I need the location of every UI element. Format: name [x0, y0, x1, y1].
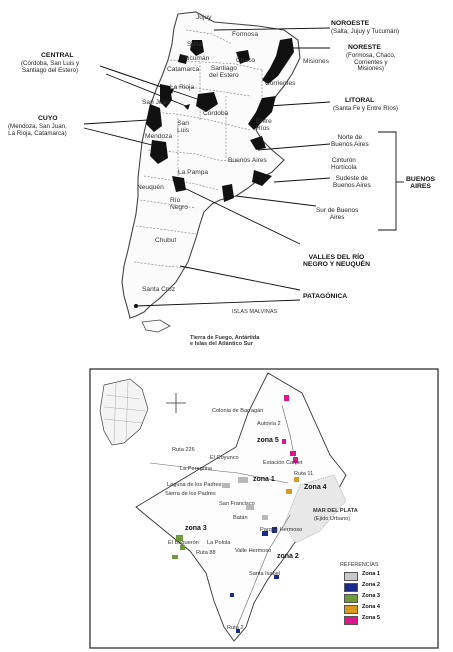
- place-ejido: (Ejido Urbano): [314, 516, 351, 522]
- zone-3-label: zona 3: [185, 525, 207, 532]
- legend-swatch-zona-4: [344, 605, 358, 614]
- label-salta: Salta: [187, 41, 203, 48]
- zone-4-clusters: [286, 477, 299, 494]
- legend-title: REFERENCIAS: [340, 562, 379, 568]
- legend-label-zona-1: Zona 1: [362, 571, 381, 577]
- label-buenos-aires: Buenos Aires: [228, 157, 267, 164]
- place-ruta11: Ruta 11: [294, 471, 314, 477]
- compass-icon: [166, 393, 186, 413]
- place-sierra-padres: Sierra de los Padres: [165, 491, 216, 497]
- region-cuyo-title: CUYO: [38, 115, 58, 122]
- place-autovia2: Autovía 2: [257, 421, 281, 427]
- place-colonia-barragan: Colonia de Barragán: [212, 408, 264, 414]
- place-el-boqueron: El Boquerón: [168, 540, 199, 546]
- zone-2-clusters: [230, 527, 279, 633]
- place-la-peregrina: La Peregrina: [180, 466, 213, 472]
- legend-swatch-zona-3: [344, 594, 358, 603]
- label-tierra-del-fuego: Tierra de Fuego, Antártida e Islas del A…: [190, 335, 260, 347]
- legend-swatch-zona-2: [344, 583, 358, 592]
- tierra-del-fuego-outline: [141, 319, 171, 333]
- zone-1-clusters: [222, 477, 268, 520]
- label-cordoba: Córdoba: [203, 110, 229, 117]
- place-ruta226: Ruta 226: [172, 447, 195, 453]
- place-ruta88: Ruta 88: [196, 550, 216, 556]
- legend-swatch-zona-1: [344, 572, 358, 581]
- region-noroeste-title: NOROESTE: [331, 20, 370, 27]
- place-estacion-camet: Estación Camet: [263, 460, 303, 466]
- ba-zone-norte: Norte de Buenos Aires: [331, 134, 369, 148]
- productive-zones: [134, 38, 294, 308]
- region-noroeste-sub: (Salta, Jujuy y Tucumán): [331, 28, 400, 35]
- inset-province-outline: [99, 378, 149, 446]
- place-valle-hermoso: Valle Hermoso: [235, 548, 272, 554]
- label-mendoza: Mendoza: [145, 133, 173, 140]
- label-tucuman: Tucumán: [182, 55, 210, 62]
- label-jujuy: Jujuy: [196, 14, 212, 21]
- legend-label-zona-3: Zona 3: [362, 593, 381, 599]
- region-valles-title: VALLES DEL RÍO NEGRO Y NEUQUÉN: [303, 254, 370, 269]
- label-la-pampa: La Pampa: [178, 169, 209, 176]
- label-corrientes: Corrientes: [265, 80, 296, 87]
- place-laguna-padres: Laguna de los Padres: [167, 482, 222, 488]
- place-santa-isabel: Santa Isabel: [249, 571, 281, 577]
- place-san-francisco: San Francisco: [219, 501, 255, 507]
- region-noreste-title: NORESTE: [348, 44, 381, 51]
- place-mar-del-plata: MAR DEL PLATA: [313, 508, 358, 514]
- region-central-title: CENTRAL: [41, 52, 74, 59]
- label-la-rioja: La Rioja: [170, 84, 195, 91]
- region-litoral-title: LITORAL: [345, 97, 375, 104]
- zone-2-label: zona 2: [277, 553, 299, 560]
- ba-zone-sudeste: Sudeste de Buenos Aires: [333, 175, 371, 189]
- place-parque-hermoso: Parque Hermoso: [260, 527, 303, 533]
- label-neuquen: Neuquén: [137, 184, 164, 191]
- region-litoral-sub: (Santa Fe y Entre Ríos): [333, 105, 398, 112]
- ba-zone-cinturon: Cinturón Hortícola: [331, 157, 357, 171]
- region-buenos-aires-title: BUENOS AIRES: [406, 176, 436, 191]
- label-san-luis: San Luis: [177, 120, 190, 134]
- label-san-juan: San Juan: [142, 99, 170, 106]
- label-misiones: Misiones: [303, 58, 330, 65]
- place-la-polola: La Polola: [207, 540, 231, 546]
- legend-swatch-zona-5: [344, 616, 358, 625]
- zone-4-label: Zona 4: [304, 484, 327, 491]
- label-chubut: Chubut: [155, 237, 177, 244]
- place-el-coyunco: El Coyunco: [210, 455, 239, 461]
- argentina-regions-map: [83, 11, 404, 333]
- region-noreste-sub: (Formosa, Chaco, Corrientes y Misiones): [346, 52, 396, 72]
- label-santiago: Santiago del Estero: [209, 65, 239, 79]
- zone-3-clusters: [172, 535, 185, 559]
- zone-5-clusters: [282, 395, 298, 463]
- legend-label-zona-2: Zona 2: [362, 582, 381, 588]
- place-ruta2: Ruta 2: [227, 625, 244, 631]
- place-batan: Batán: [233, 515, 248, 521]
- region-patagonica-title: PATAGÓNICA: [303, 293, 348, 300]
- label-entre-rios: Entre Ríos: [256, 118, 272, 132]
- label-santa-cruz: Santa Cruz: [142, 286, 175, 293]
- legend-label-zona-5: Zona 5: [362, 615, 381, 621]
- zone-5-label: zona 5: [257, 437, 279, 444]
- zone-1-label: zona 1: [253, 476, 275, 483]
- region-central-sub: (Córdoba, San Luis y Santiago del Estero…: [21, 60, 80, 74]
- general-pueyrredon-map: [89, 368, 439, 649]
- label-formosa: Formosa: [232, 31, 259, 38]
- legend-label-zona-4: Zona 4: [362, 604, 381, 610]
- region-cuyo-sub: (Mendoza, San Juan, La Rioja, Catamarca): [8, 123, 67, 137]
- legend: REFERENCIAS Zona 1 Zona 2 Zona 3 Zona 4 …: [340, 562, 404, 629]
- label-catamarca: Catamarca: [167, 66, 200, 73]
- label-chaco: Chaco: [236, 57, 256, 64]
- label-rio-negro: Río Negro: [170, 197, 188, 211]
- ba-zone-sur: Sur de Buenos Aires: [316, 207, 359, 221]
- label-islas-malvinas: ISLAS MALVINAS: [232, 309, 278, 315]
